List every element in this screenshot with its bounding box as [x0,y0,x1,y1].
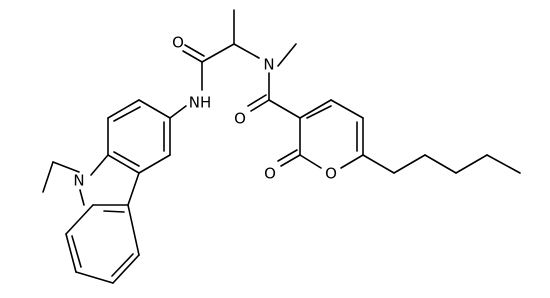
bond-pentyl-1 [362,154,395,174]
bond-pentyl-2 [393,154,426,174]
bond-carbonyl-pyranone [268,99,301,119]
bond-pyr-c3-c4-inner [306,105,332,119]
bonds [42,9,521,284]
bond-cz-l1 [65,204,94,235]
atom-o-amide-left: O [172,34,184,52]
bond-amide-co-1 [182,50,203,63]
bond-pentyl-3 [424,154,457,174]
atom-n-carbazole: N [73,172,84,190]
bond-cz-c9a-c9b [127,172,140,206]
bond-cz-l4 [112,254,140,284]
atom-nh: NH [189,94,212,112]
bond-amide-co-2 [184,44,205,57]
bond-nh-carbazole [169,105,187,119]
bond-cz-r4 [107,154,140,174]
bond-cz-r5 [138,154,171,174]
atom-o-pyranone-ring: O [325,165,337,183]
bond-amide2-co-2 [247,94,267,107]
bond-pyr-c3-c4 [299,99,332,119]
bond-cz-l5-inner [103,210,125,213]
bond-cz-l2 [65,233,77,273]
bond-cz-l5 [127,204,140,256]
bond-cz-l2-inner [71,235,82,268]
bond-cz-l3 [75,271,114,284]
atom-labels: O NH N O O O N [73,34,337,190]
bond-cz-r2-inner [113,106,141,122]
bond-calpha-n [233,43,260,59]
bond-pyr-o-c2 [299,154,322,169]
atom-o-amide-right: O [234,110,246,128]
bond-n-methyl [277,43,297,67]
bond-ethyl-2 [42,161,54,193]
bond-ethyl-1 [52,161,80,173]
bond-pyr-c4-c5 [330,99,364,119]
atom-o-pyranone-keto: O [264,165,276,183]
bond-pentyl-4 [455,154,488,174]
bond-pyr-c6-o [340,154,364,169]
atom-n-methyl: N [263,56,274,74]
bond-cz-n-left [90,154,109,176]
bond-cz-r1 [138,99,171,119]
bond-cz-r2 [107,99,140,119]
bond-cz-l4-inner [111,253,134,277]
bond-ala-calpha-carbonyl [201,43,235,63]
bond-pentyl-5 [486,154,521,174]
bond-amide2-co-1 [250,99,270,112]
bond-cz-n-right [79,189,85,206]
bond-pyr-keto-1 [280,154,301,167]
bond-cz-r4-inner [113,151,140,167]
bond-pyr-keto-2 [277,149,298,162]
